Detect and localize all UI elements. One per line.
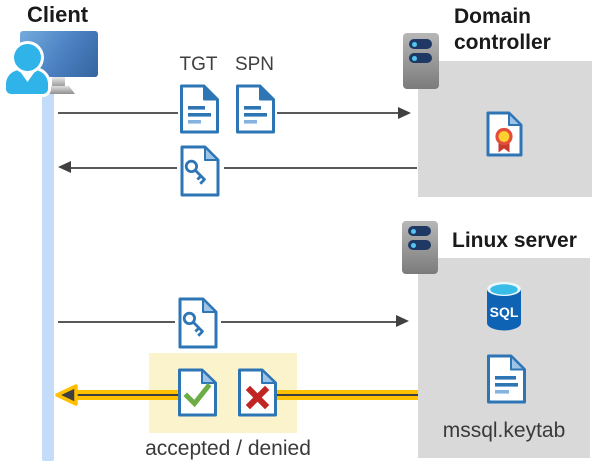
key-glyph bbox=[182, 311, 205, 337]
monitor-stand-neck bbox=[52, 77, 65, 86]
key-document-icon bbox=[180, 145, 220, 197]
ticket-arrowhead bbox=[396, 315, 409, 327]
cross-glyph bbox=[245, 385, 270, 410]
certificate-document-icon bbox=[486, 111, 523, 157]
sql-database-icon: SQL bbox=[487, 282, 521, 331]
key-glyph bbox=[184, 159, 207, 185]
check-document-icon bbox=[178, 368, 217, 417]
monitor-stand-base bbox=[42, 86, 75, 94]
linux-server-icon bbox=[402, 221, 438, 274]
sql-text: SQL bbox=[490, 304, 519, 320]
server-drive-bar bbox=[409, 39, 432, 49]
server-drive-bar bbox=[408, 240, 431, 250]
server-drive-bar bbox=[409, 53, 432, 63]
result-caption: accepted / denied bbox=[145, 437, 311, 460]
tgt-label: TGT bbox=[179, 54, 218, 75]
seal-circle bbox=[495, 127, 513, 146]
domain-controller-server-icon bbox=[403, 33, 439, 89]
check-glyph bbox=[183, 382, 212, 408]
key-document-icon bbox=[178, 297, 218, 349]
keytab-label: mssql.keytab bbox=[442, 419, 566, 442]
result-arrow-shaft bbox=[70, 390, 195, 400]
ticket-arrow-line bbox=[58, 321, 175, 323]
response-arrow-line bbox=[70, 167, 177, 169]
linux-server-label: Linux server bbox=[452, 229, 577, 252]
spn-label: SPN bbox=[234, 54, 275, 75]
cross-document-icon bbox=[238, 368, 277, 417]
ticket-arrow-line bbox=[221, 321, 398, 323]
person-head bbox=[14, 44, 41, 71]
spn-document-icon bbox=[236, 84, 275, 134]
client-label: Client bbox=[27, 2, 89, 27]
response-arrow-line bbox=[224, 167, 417, 169]
tgt-document-icon bbox=[180, 84, 219, 134]
client-lifeline bbox=[42, 92, 54, 461]
request-arrow-line bbox=[277, 112, 400, 114]
server-drive-bar bbox=[408, 226, 431, 236]
result-arrow-shaft bbox=[256, 390, 418, 400]
request-arrowhead bbox=[398, 107, 411, 119]
result-arrowhead bbox=[55, 384, 78, 406]
domain-controller-label: Domain controller bbox=[454, 5, 551, 54]
keytab-document-icon bbox=[487, 354, 526, 404]
response-arrowhead bbox=[58, 161, 71, 173]
request-arrow-line bbox=[58, 112, 178, 114]
